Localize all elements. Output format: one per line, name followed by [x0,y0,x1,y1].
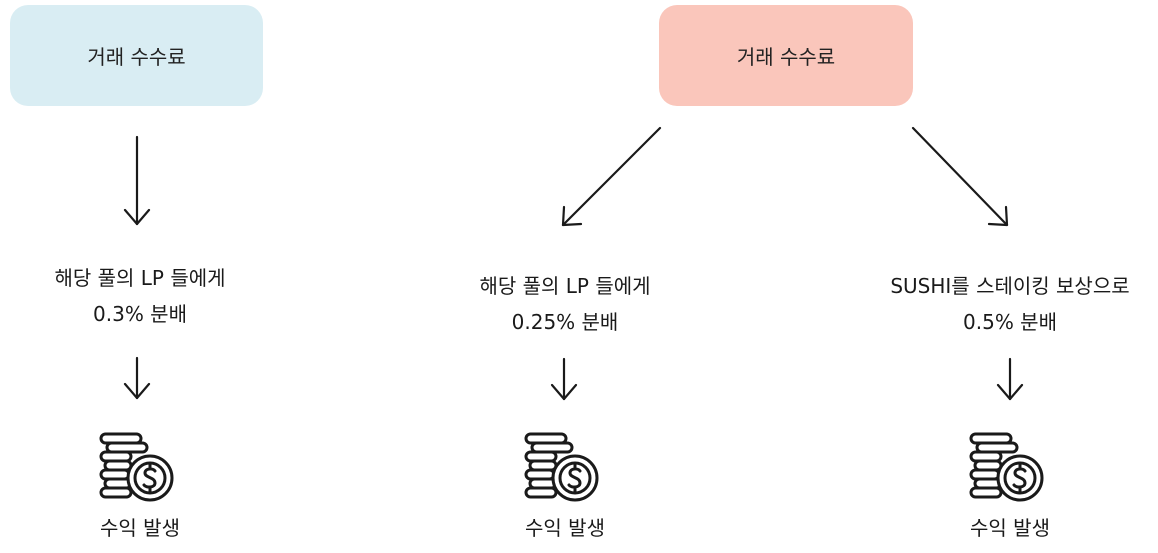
distribution-sushi-line1: SUSHI를 스테이킹 보상으로 [890,274,1130,298]
coins-dollar-icon [969,432,1044,502]
coins-dollar-icon [524,432,599,502]
result-label-sushi: 수익 발생 [970,516,1050,540]
distribution-text-sushi: SUSHI를 스테이킹 보상으로 0.5% 분배 [845,268,1158,340]
distribution-sushi-line2: 0.5% 분배 [963,310,1057,334]
arrow-left-top [123,135,151,226]
distribution-left-line2: 0.3% 분배 [93,302,187,326]
arrow-right-to-lp [561,126,662,227]
arrow-right-to-sushi [911,126,1009,227]
distribution-text-lp: 해당 풀의 LP 들에게 0.25% 분배 [445,268,685,340]
fee-source-label-left: 거래 수수료 [87,45,186,69]
arrow-sushi-bottom [996,357,1024,401]
fee-source-box-right: 거래 수수료 [659,5,913,106]
result-label-lp: 수익 발생 [525,516,605,540]
arrow-middle-bottom [550,357,578,401]
result-label-left: 수익 발생 [100,516,180,540]
distribution-lp-line2: 0.25% 분배 [511,310,619,334]
coins-dollar-icon [99,432,174,502]
arrow-left-bottom [123,356,151,400]
distribution-text-left: 해당 풀의 LP 들에게 0.3% 분배 [20,260,260,332]
fee-source-label-right: 거래 수수료 [736,45,836,69]
distribution-left-line1: 해당 풀의 LP 들에게 [54,266,226,290]
distribution-lp-line1: 해당 풀의 LP 들에게 [479,274,651,298]
fee-source-box-left: 거래 수수료 [10,5,263,106]
